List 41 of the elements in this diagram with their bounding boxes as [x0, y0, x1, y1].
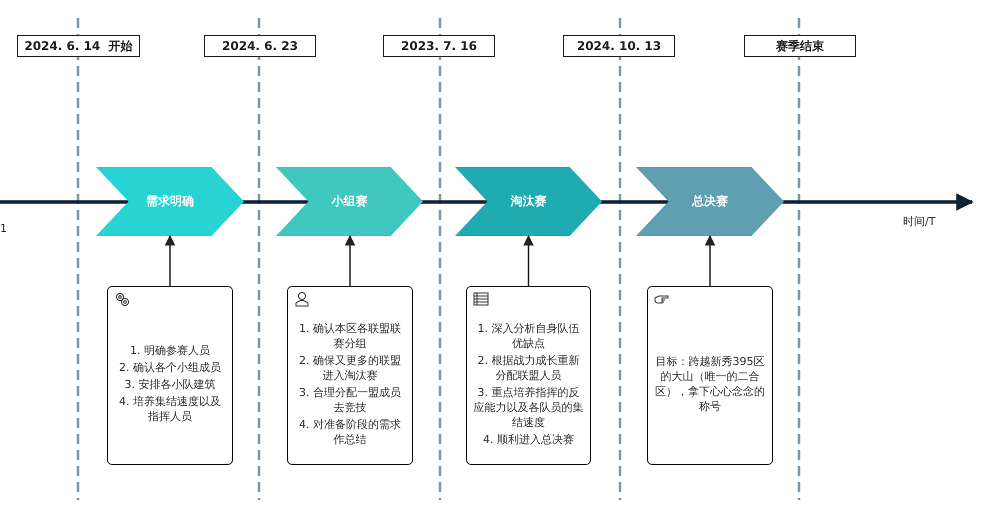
date-label: 2024. 10. 13 — [576, 39, 662, 53]
note-text: 4. 对准备阶段的需求作总结 — [298, 416, 402, 446]
chevron-stage — [96, 167, 244, 236]
note-text: 4. 培养集结速度以及指挥人员 — [118, 394, 222, 424]
date-label: 赛季结束 — [776, 38, 824, 54]
date-box — [204, 35, 316, 57]
stage-title: 总决赛 — [692, 193, 728, 210]
date-box — [563, 35, 675, 57]
chevron-stage — [455, 167, 602, 236]
stage-title: 淘汰赛 — [510, 193, 546, 210]
note-text: 2. 根据战力成长重新分配联盟人员 — [476, 352, 580, 382]
arrow — [164, 234, 176, 286]
note-card — [466, 286, 591, 465]
note-text: 2. 确认各个小组成员 — [118, 360, 222, 375]
arrow — [704, 234, 716, 286]
note-text: 1. 明确参赛人员 — [129, 343, 211, 358]
arrow — [523, 234, 534, 286]
axis-label: 1 — [0, 222, 7, 235]
note-text: 3. 重点培养指挥的反应能力以及各队员的集结速度 — [473, 384, 584, 430]
date-box — [17, 35, 140, 57]
date-label: 2024. 6. 23 — [222, 39, 298, 53]
stage-title: 需求明确 — [146, 193, 194, 210]
note-card — [647, 286, 773, 465]
stage-title: 小组赛 — [332, 193, 368, 210]
note-text: 4. 顺利进入总决赛 — [482, 432, 575, 446]
note-text: 3. 合理分配一盟成员去竞技 — [298, 384, 402, 414]
note-card — [287, 286, 413, 465]
date-box — [744, 35, 856, 57]
note-text: 2. 确保又更多的联盟进入淘汰赛 — [298, 352, 402, 382]
note-text: 1. 确认本区各联盟联赛分组 — [298, 320, 402, 350]
date-label: 2024. 6. 14 开始 — [24, 38, 133, 54]
chevron-stage — [276, 167, 423, 236]
chevron-stage — [636, 167, 784, 236]
date-box — [383, 35, 495, 57]
note-card — [107, 286, 233, 465]
note-text: 3. 安排各小队建筑 — [124, 377, 216, 392]
arrow — [344, 234, 356, 286]
axis-title: 时间/T — [903, 214, 936, 229]
date-label: 2023. 7. 16 — [401, 39, 477, 53]
note-text: 1. 深入分析自身队伍优缺点 — [476, 320, 580, 350]
note-text: 目标：跨越新秀395区的大山（唯一的二合区），拿下心心念念的称号 — [654, 354, 766, 414]
